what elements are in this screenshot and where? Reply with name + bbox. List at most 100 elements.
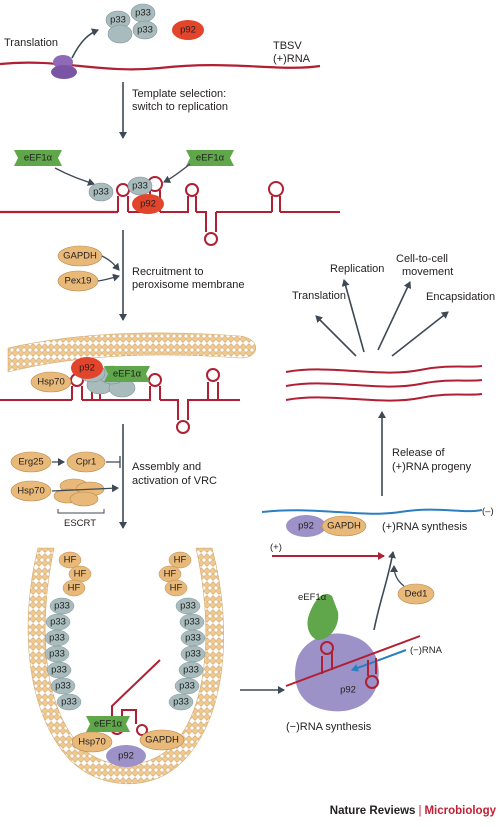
peroxisome-membrane-panel: p92 eEF1α Hsp70 <box>0 332 257 434</box>
svg-text:p33: p33 <box>54 601 70 612</box>
recruit-arrow <box>101 255 120 271</box>
minus-rna-strand <box>351 649 407 672</box>
fate-cell-to-cell-label-2: movement <box>402 266 453 278</box>
ded1-arrow <box>390 565 405 587</box>
progeny-rna-strand <box>285 393 483 402</box>
svg-text:p33: p33 <box>93 187 109 198</box>
svg-text:Pex19: Pex19 <box>65 276 92 287</box>
minus-rna-synthesis-panel: p92 eEF1α (−)RNA (−)RNA synthesis <box>285 592 443 733</box>
svg-text:Ded1: Ded1 <box>405 589 428 600</box>
rna-strand <box>0 386 240 420</box>
p33-column-right: p33 p33 p33 p33 p33 p33 p33 <box>168 597 206 711</box>
svg-text:GAPDH: GAPDH <box>145 735 179 746</box>
escrt-complex: ESCRT <box>53 478 105 529</box>
rna-strand <box>111 659 161 724</box>
svg-text:HF: HF <box>170 583 183 594</box>
ribosome-icon <box>51 55 77 79</box>
svg-text:eEF1α: eEF1α <box>94 719 123 730</box>
p92-protein: p92 <box>286 515 326 537</box>
svg-text:Cpr1: Cpr1 <box>76 457 97 468</box>
svg-text:p33: p33 <box>55 681 71 692</box>
escrt-label: ESCRT <box>64 518 96 529</box>
svg-text:Hsp70: Hsp70 <box>17 486 44 497</box>
svg-text:p33: p33 <box>185 649 201 660</box>
svg-text:p33: p33 <box>51 665 67 676</box>
svg-text:p92: p92 <box>340 685 356 696</box>
step-arrow <box>373 551 396 631</box>
svg-text:p33: p33 <box>49 633 65 644</box>
fate-arrow <box>315 315 357 357</box>
credit-separator: | <box>418 805 422 817</box>
svg-text:p92: p92 <box>298 521 314 532</box>
p33-protein: p33 <box>88 182 114 202</box>
release-label-2: (+)RNA progeny <box>392 461 472 473</box>
svg-text:Erg25: Erg25 <box>18 457 43 468</box>
recruitment-label: Recruitment to <box>132 266 204 278</box>
svg-text:p33: p33 <box>185 633 201 644</box>
translation-panel: Translation p33 p33 p33 p92 TBSV (+)RNA <box>0 3 321 79</box>
plus-rna-synthesis-panel: (–) p92 GAPDH (+)RNA synthesis (+) <box>261 506 494 560</box>
fate-translation-label: Translation <box>292 290 346 302</box>
svg-text:p33: p33 <box>183 665 199 676</box>
tbsv-rna-strand <box>0 61 321 71</box>
progeny-rna-panel <box>285 365 483 402</box>
translation-label: Translation <box>4 37 58 49</box>
svg-text:GAPDH: GAPDH <box>63 251 97 262</box>
fate-arrow <box>341 279 365 353</box>
template-selection-label: Template selection: <box>132 88 226 100</box>
recruitment-label-2: peroxisome membrane <box>132 279 245 291</box>
assembly-label: Assembly and <box>132 461 201 473</box>
minus-rna-synthesis-label: (−)RNA synthesis <box>286 721 372 733</box>
svg-text:p33: p33 <box>49 649 65 660</box>
template-selection-label-2: switch to replication <box>132 101 228 113</box>
svg-text:p33: p33 <box>184 617 200 628</box>
plus-rna-synthesis-label: (+)RNA synthesis <box>382 521 468 533</box>
svg-text:p33: p33 <box>173 697 189 708</box>
progeny-rna-strand <box>285 379 483 388</box>
binding-arrow <box>54 167 95 186</box>
recruit-arrow <box>97 273 120 282</box>
svg-text:HF: HF <box>64 555 77 566</box>
svg-text:HF: HF <box>174 555 187 566</box>
hf-stack-left: HF HF HF <box>58 551 92 597</box>
progeny-rna-strand <box>285 365 483 374</box>
p92-protein: p92 <box>132 194 164 214</box>
fate-replication-label: Replication <box>330 263 384 275</box>
svg-text:GAPDH: GAPDH <box>327 521 361 532</box>
translation-arrow <box>71 28 99 59</box>
activation-arrow <box>51 484 119 493</box>
svg-text:p92: p92 <box>118 751 134 762</box>
eef1a-label: eEF1α <box>298 592 327 603</box>
hsp70-protein: Hsp70 <box>30 371 72 393</box>
p33-cluster: p33 p33 p33 <box>105 3 158 44</box>
svg-text:Hsp70: Hsp70 <box>37 377 64 388</box>
p33-protein: p33 <box>127 176 153 196</box>
eef1a-protein: eEF1α <box>186 150 234 166</box>
svg-text:Hsp70: Hsp70 <box>78 737 105 748</box>
minus-strand-template <box>261 508 483 515</box>
svg-text:HF: HF <box>68 583 81 594</box>
svg-text:p33: p33 <box>179 681 195 692</box>
svg-text:p33: p33 <box>132 181 148 192</box>
svg-text:p33: p33 <box>50 617 66 628</box>
fate-arrows <box>315 279 449 357</box>
rna-label: (+)RNA <box>273 53 311 65</box>
fate-arrow <box>377 281 412 351</box>
minus-rna-label: (−)RNA <box>410 645 443 656</box>
svg-text:p33: p33 <box>61 697 77 708</box>
assembly-label-2: activation of VRC <box>132 475 217 487</box>
plus-end-label: (+) <box>270 542 282 553</box>
pex19-protein: Pex19 <box>57 270 99 292</box>
binding-arrow <box>163 163 191 183</box>
p33-label: p33 <box>135 8 151 19</box>
svg-text:eEF1α: eEF1α <box>113 369 142 380</box>
fate-arrow <box>391 311 449 357</box>
p92-complex: p92 <box>294 633 379 712</box>
fate-cell-to-cell-label: Cell-to-cell <box>396 253 448 265</box>
p33-label: p33 <box>137 25 153 36</box>
template-selection-panel: eEF1α eEF1α p33 p33 p92 <box>0 150 340 246</box>
hf-stack-right: HF HF HF <box>158 551 192 597</box>
release-label: Release of <box>392 447 446 459</box>
erg25-protein: Erg25 <box>10 451 52 473</box>
p92-protein: p92 <box>172 20 204 40</box>
